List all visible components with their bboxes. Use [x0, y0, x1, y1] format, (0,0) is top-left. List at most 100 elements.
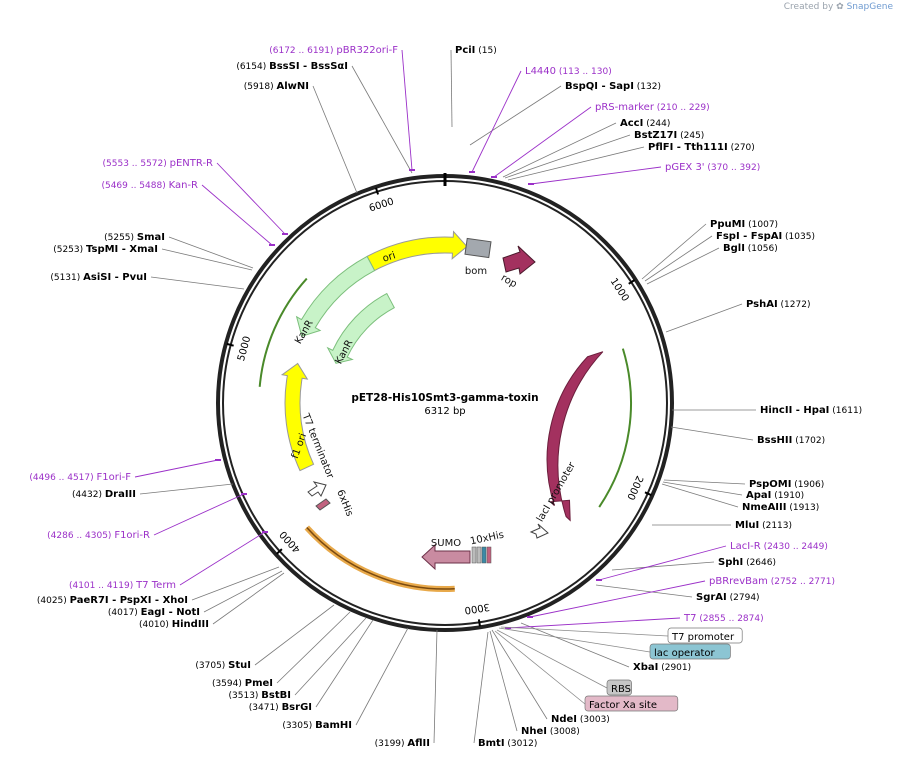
rop-arrow[interactable]	[502, 245, 536, 275]
sumo-arrow[interactable]	[421, 543, 471, 571]
enzyme-site-24[interactable]: (3513) BstBI	[229, 690, 292, 701]
enzyme-pos: (3003)	[577, 715, 610, 725]
enzyme-site-2[interactable]: AccI (244)	[620, 118, 670, 129]
enzyme-site-23[interactable]: (3471) BsrGI	[249, 702, 312, 713]
enzyme-site-31[interactable]: (5131) AsiSI - PvuI	[50, 272, 147, 283]
primer-name: T7 Term	[135, 580, 176, 591]
his10-block[interactable]	[471, 546, 477, 564]
enzyme-site-10[interactable]: BssHII (1702)	[757, 435, 825, 446]
enzyme-name: SmaI	[137, 232, 165, 243]
primer-5[interactable]: (5469 .. 5488) Kan-R	[101, 180, 198, 191]
primer-10[interactable]: (4286 .. 4305) F1ori-R	[47, 530, 150, 541]
enzyme-site-33[interactable]: (5255) SmaI	[104, 232, 165, 243]
enzyme-leader-line	[469, 85, 562, 146]
primer-label: (6172 .. 6191) pBR322ori-F	[269, 45, 398, 56]
enzyme-site-16[interactable]: SgrAI (2794)	[696, 592, 760, 603]
his10-block[interactable]	[486, 546, 492, 564]
enzyme-pos: (2113)	[759, 521, 792, 531]
enzyme-site-30[interactable]: (4432) DraIII	[72, 489, 136, 500]
primer-6[interactable]: LacI-R (2430 .. 2449)	[730, 541, 828, 552]
feature-box-3[interactable]: Factor Xa site	[584, 695, 679, 712]
primer-range: (6172 .. 6191)	[269, 46, 336, 56]
f1-ori-arrow[interactable]	[280, 362, 315, 472]
enzyme-site-0[interactable]: PciI (15)	[455, 45, 497, 56]
primer-9[interactable]: (4496 .. 4517) F1ori-F	[29, 472, 131, 483]
tick-mark	[276, 548, 283, 555]
enzyme-leader-line	[212, 572, 285, 625]
enzyme-name: NmeAIII	[742, 502, 786, 513]
enzyme-site-4[interactable]: PflFI - Tth111I (270)	[648, 142, 755, 153]
enzyme-site-12[interactable]: ApaI (1910)	[746, 490, 804, 501]
bom-block[interactable]	[464, 237, 492, 259]
his10-block[interactable]	[476, 546, 482, 564]
enzyme-leader-line	[595, 584, 693, 598]
primer-4[interactable]: (5553 .. 5572) pENTR-R	[103, 158, 214, 169]
primer-3[interactable]: pGEX 3' (370 .. 392)	[665, 162, 760, 173]
enzyme-name: NheI	[521, 726, 547, 737]
kanr-arrow-inner[interactable]	[326, 292, 395, 364]
enzyme-site-7[interactable]: BglI (1056)	[723, 243, 778, 254]
enzyme-site-35[interactable]: (6154) BssSI - BssSαI	[236, 61, 348, 72]
enzyme-leader-line	[611, 561, 715, 571]
enzyme-name: PmeI	[245, 678, 273, 689]
primer-leader-line	[179, 531, 266, 586]
enzyme-site-28[interactable]: (4017) EagI - NotI	[108, 607, 200, 618]
enzyme-site-13[interactable]: NmeAIII (1913)	[742, 502, 819, 513]
laci-promoter-arrow[interactable]	[529, 523, 549, 539]
t7-terminator-arrow[interactable]	[307, 481, 327, 497]
enzyme-pos: (1611)	[829, 406, 862, 416]
enzyme-alt: - HpaI	[792, 405, 829, 416]
enzyme-site-32[interactable]: (5253) TspMI - XmaI	[53, 244, 158, 255]
enzyme-site-9[interactable]: HincII - HpaI (1611)	[760, 405, 862, 416]
enzyme-alt: - SapI	[598, 81, 634, 92]
enzyme-site-34[interactable]: (5918) AlwNI	[244, 81, 309, 92]
enzyme-site-15[interactable]: SphI (2646)	[718, 557, 776, 568]
enzyme-site-3[interactable]: BstZ17I (245)	[634, 130, 704, 141]
his6-block[interactable]	[315, 498, 331, 511]
enzyme-site-1[interactable]: BspQI - SapI (132)	[565, 81, 661, 92]
enzyme-site-21[interactable]: (3199) AflII	[375, 738, 430, 749]
enzyme-site-8[interactable]: PshAI (1272)	[746, 299, 810, 310]
enzyme-alt: - XhoI	[151, 595, 188, 606]
enzyme-site-26[interactable]: (3705) StuI	[195, 660, 251, 671]
enzyme-leader-line	[315, 619, 374, 708]
primer-8[interactable]: T7 (2855 .. 2874)	[683, 613, 764, 624]
primer-name: pBRrevBam	[709, 576, 768, 587]
primer-name: Kan-R	[169, 180, 198, 191]
enzyme-site-11[interactable]: PspOMI (1906)	[749, 479, 824, 490]
primer-leader-line	[507, 617, 681, 629]
primer-7[interactable]: pBRrevBam (2752 .. 2771)	[709, 576, 835, 587]
primer-range: (113 .. 130)	[556, 67, 612, 77]
enzyme-site-6[interactable]: FspI - FspAI (1035)	[716, 231, 815, 242]
primer-name: F1ori-R	[114, 530, 150, 541]
enzyme-site-29[interactable]: (4025) PaeR7I - PspXI - XhoI	[37, 595, 188, 606]
enzyme-site-14[interactable]: MluI (2113)	[735, 520, 792, 531]
feature-box-1[interactable]: lac operator	[649, 643, 731, 660]
feature-box-bg	[584, 695, 679, 712]
enzyme-leader-line	[491, 629, 548, 720]
enzyme-site-18[interactable]: NdeI (3003)	[551, 714, 610, 725]
feature-box-2[interactable]: RBS	[606, 679, 632, 696]
primer-0[interactable]: (6172 .. 6191) pBR322ori-F	[269, 45, 398, 56]
primer-1[interactable]: L4440 (113 .. 130)	[525, 66, 612, 77]
kanr-track	[258, 277, 308, 387]
primer-2[interactable]: pRS-marker (210 .. 229)	[595, 102, 710, 113]
enzyme-site-5[interactable]: PpuMI (1007)	[710, 219, 778, 230]
laci-arrow[interactable]	[546, 351, 604, 522]
enzyme-site-19[interactable]: NheI (3008)	[521, 726, 580, 737]
his10-block[interactable]	[481, 546, 487, 564]
feature-box-0[interactable]: T7 promoter	[667, 627, 743, 644]
enzyme-site-17[interactable]: XbaI (2901)	[633, 662, 691, 673]
enzyme-site-22[interactable]: (3305) BamHI	[282, 720, 352, 731]
primer-leader-line	[216, 162, 286, 235]
primer-11[interactable]: (4101 .. 4119) T7 Term	[69, 580, 176, 591]
kanr-arrow-outer[interactable]	[295, 255, 376, 337]
enzyme-label: NdeI (3003)	[551, 714, 610, 725]
feature-box-label: T7 promoter	[671, 632, 735, 643]
enzyme-site-25[interactable]: (3594) PmeI	[212, 678, 273, 689]
enzyme-site-20[interactable]: BmtI (3012)	[478, 738, 537, 749]
ori-arrow[interactable]	[366, 230, 468, 272]
enzyme-name: HindIII	[172, 619, 209, 630]
primer-range: (2855 .. 2874)	[696, 614, 763, 624]
enzyme-site-27[interactable]: (4010) HindIII	[139, 619, 209, 630]
